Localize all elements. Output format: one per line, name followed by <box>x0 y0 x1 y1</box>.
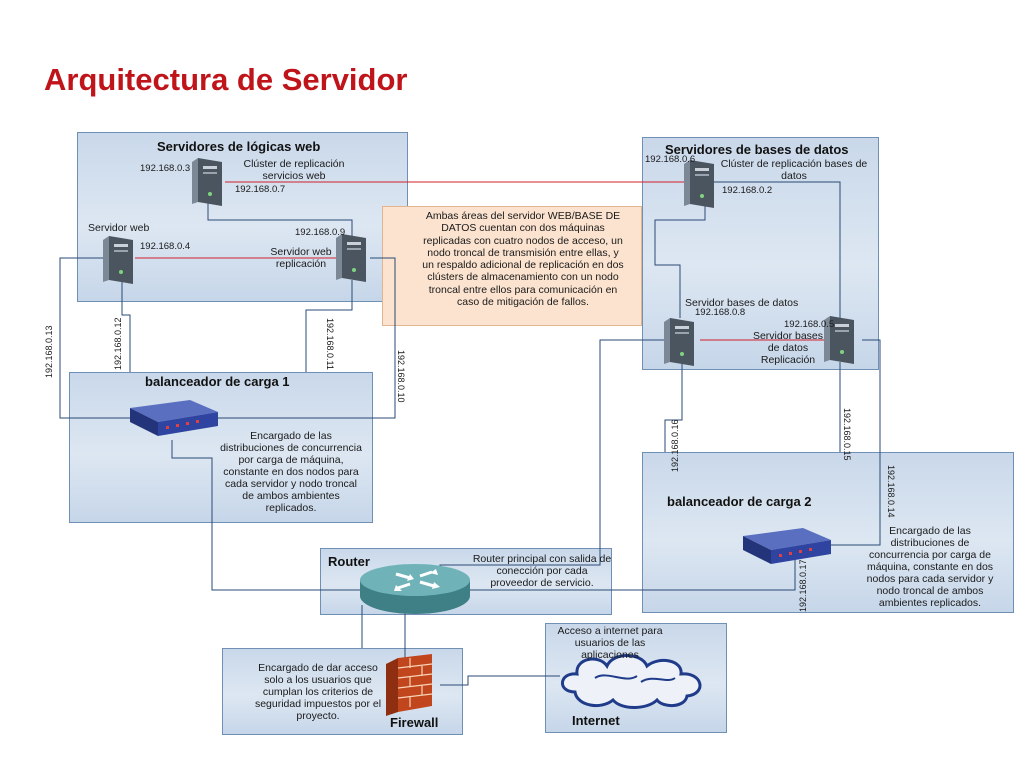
link-web-top-to-replica <box>207 200 353 236</box>
ip-label-12: 192.168.0.12 <box>113 317 123 370</box>
web-server-label: Servidor web <box>88 222 150 234</box>
internet-description: Acceso a internet para usuarios de las a… <box>557 625 663 662</box>
link-db-top-to-server <box>654 200 706 318</box>
center-note-text: Ambas áreas del servidor WEB/BASE DE DAT… <box>422 210 624 308</box>
db-cluster-label: Clúster de replicación bases de datos <box>720 158 868 183</box>
web-top-server-ip: 192.168.0.3 <box>140 163 191 174</box>
ip-label-16: 192.168.0.16 <box>670 419 680 472</box>
link-firewall-internet <box>440 675 560 686</box>
lb2-title: balanceador de carga 2 <box>667 494 812 509</box>
db-replica-server-icon <box>824 316 854 364</box>
db-replica-label: Servidor bases de datos Replicación <box>752 330 824 367</box>
link-router-lb2 <box>470 560 796 591</box>
link-db-top-right <box>705 181 841 318</box>
db-server-ip: 192.168.0.8 <box>695 307 746 318</box>
ip-label-10: 192.168.0.10 <box>396 350 406 403</box>
ip-label-11: 192.168.0.11 <box>325 318 335 370</box>
web-server-ip: 192.168.0.4 <box>140 241 191 252</box>
db-zone-title: Servidores de bases de datos <box>665 142 849 157</box>
link-web-left-13 <box>59 257 130 419</box>
internet-cloud-icon <box>561 654 702 709</box>
link-web-server-down <box>121 280 131 372</box>
lb2-description: Encargado de las distribuciones de concu… <box>866 525 994 610</box>
router-icon <box>360 564 470 614</box>
firewall-description: Encargado de dar acceso solo a los usuar… <box>254 662 382 723</box>
load-balancer-1-zone <box>69 372 373 523</box>
db-server-label: Servidor bases de datos <box>685 297 799 309</box>
db-top-server-ip-2: 192.168.0.2 <box>722 185 773 196</box>
router-title: Router <box>328 554 370 569</box>
db-server-icon <box>664 318 694 366</box>
web-replica-server-icon <box>336 234 366 282</box>
router-description: Router principal con salida de conección… <box>472 553 612 590</box>
page-title: Arquitectura de Servidor <box>44 62 408 97</box>
web-zone-title: Servidores de lógicas web <box>157 139 321 154</box>
db-cluster-server-icon <box>684 160 714 208</box>
db-top-server-ip: 192.168.0.6 <box>645 154 696 165</box>
load-balancer-2-icon <box>743 528 831 564</box>
link-lb1-router <box>171 440 360 591</box>
link-replica-10 <box>215 257 396 419</box>
lb1-title: balanceador de carga 1 <box>145 374 290 389</box>
web-replica-ip: 192.168.0.9 <box>295 227 346 238</box>
web-server-icon <box>103 236 133 284</box>
load-balancer-2-zone <box>642 452 1014 613</box>
link-replica-11 <box>305 280 353 372</box>
firewall-icon <box>386 654 433 716</box>
link-db-16 <box>664 362 683 452</box>
db-replica-ip: 192.168.0.5 <box>784 319 835 330</box>
web-replica-label: Servidor web replicación <box>270 246 332 271</box>
web-cluster-server-icon <box>192 158 222 206</box>
link-router-db-server <box>439 339 668 575</box>
ip-label-13: 192.168.0.13 <box>44 325 54 378</box>
web-cluster-label: Clúster de replicación servicios web <box>243 158 345 183</box>
load-balancer-1-icon <box>130 400 218 436</box>
internet-title: Internet <box>572 713 620 728</box>
link-db-14 <box>830 339 881 546</box>
lb1-description: Encargado de las distribuciones de concu… <box>220 430 362 515</box>
ip-label-15: 192.168.0.15 <box>842 408 852 461</box>
web-top-server-ip-2: 192.168.0.7 <box>235 184 286 195</box>
ip-label-17: 192.168.0.17 <box>798 559 808 612</box>
center-note-box <box>382 206 642 326</box>
ip-label-14: 192.168.0.14 <box>886 465 896 518</box>
firewall-title: Firewall <box>390 715 439 730</box>
